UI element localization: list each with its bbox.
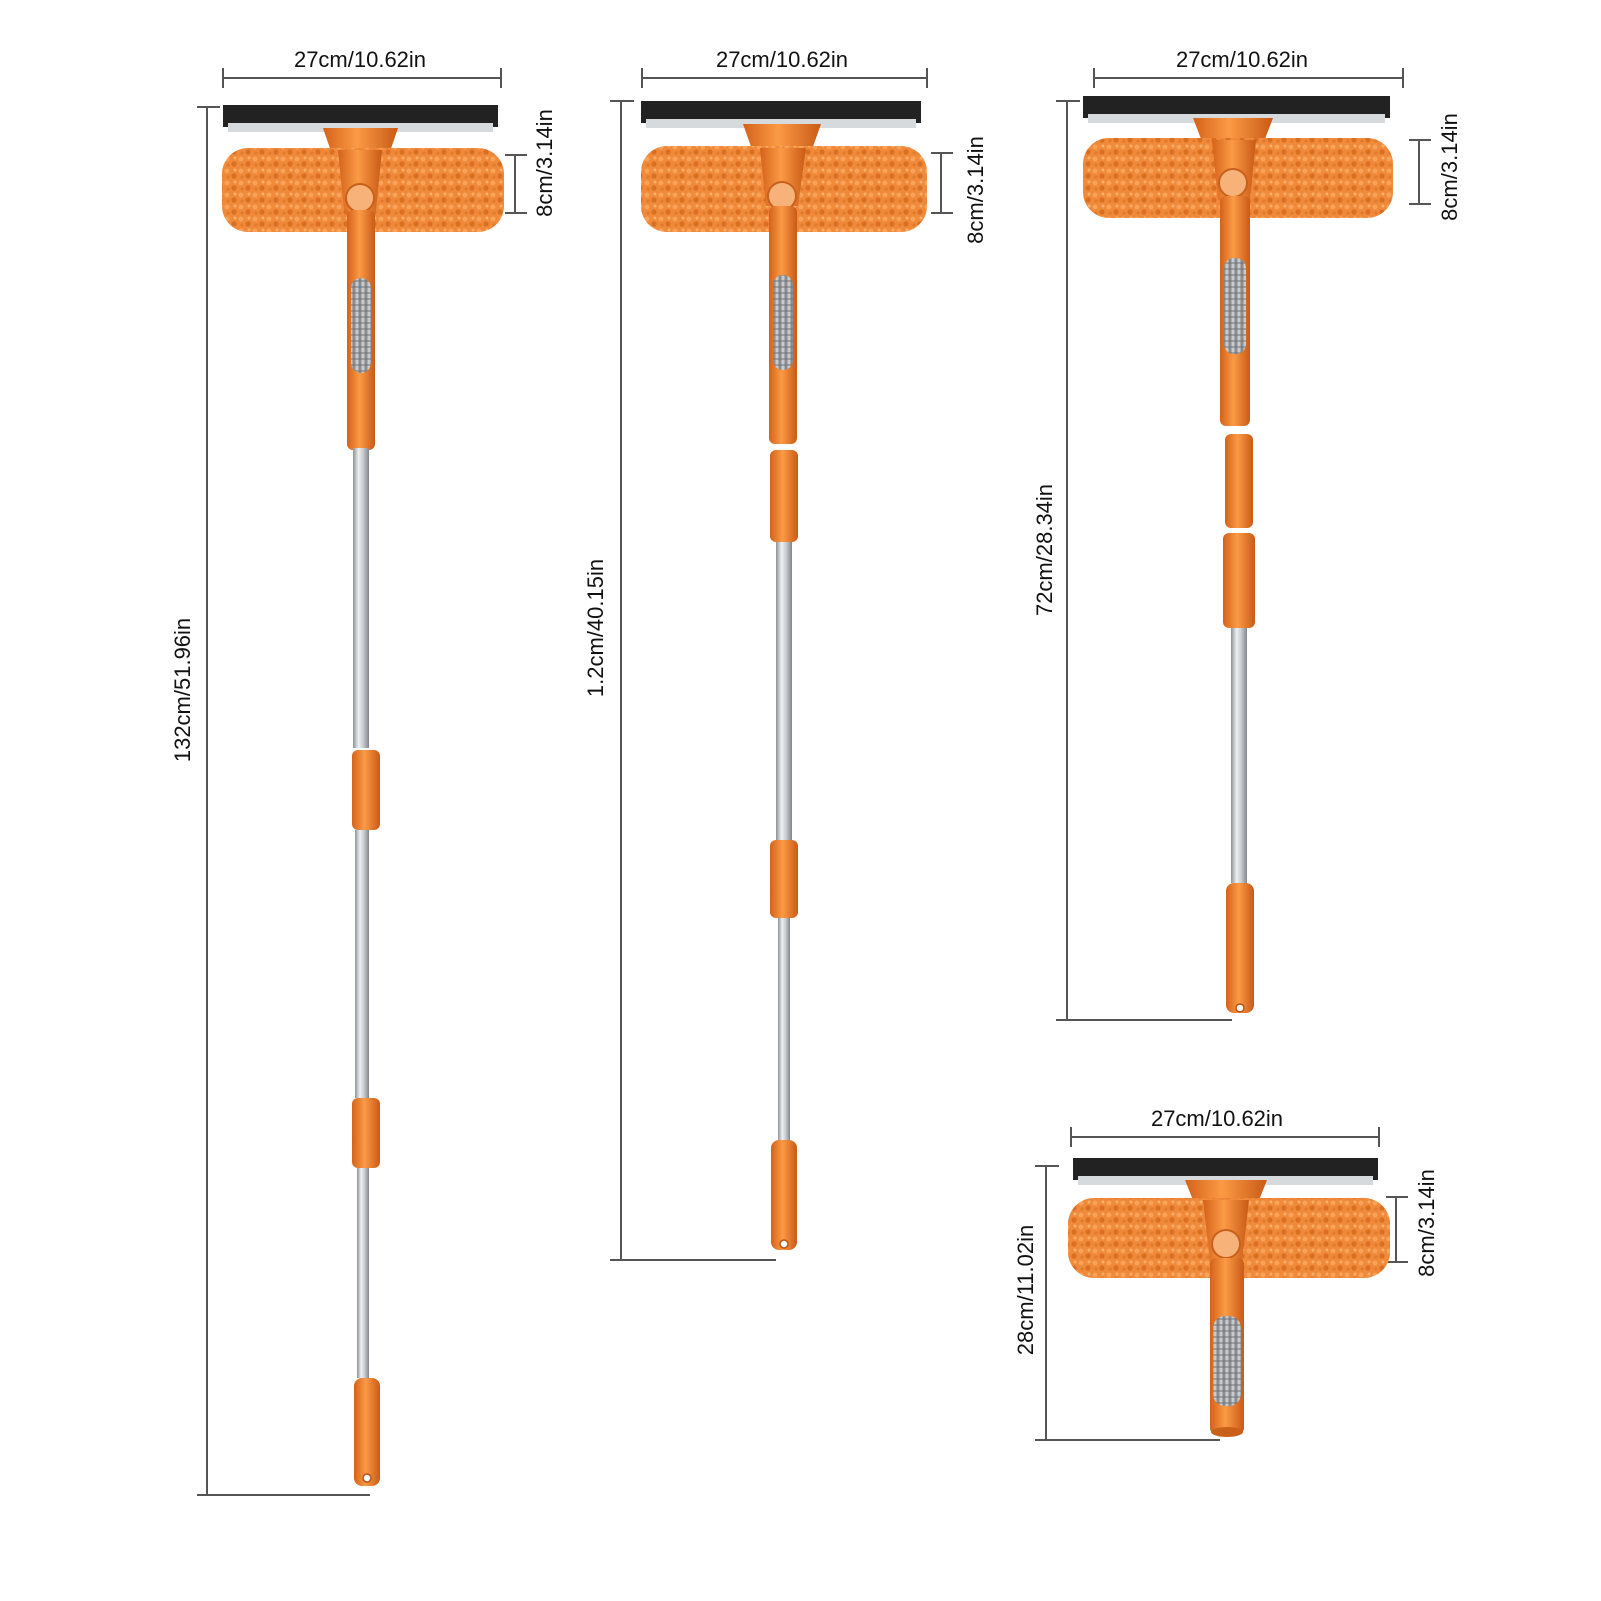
pad-dimension: 8cm/3.14in [505, 109, 557, 217]
width-label: 27cm/10.62in [1176, 47, 1308, 72]
length-dimension: 132cm/51.96in [170, 106, 370, 1496]
width-dimension: 27cm/10.62in [1093, 47, 1404, 88]
product-4-squeegee: 27cm/10.62in 28cm/11.02in 8cm/3.14in [1013, 1106, 1439, 1441]
squeegee-head [222, 105, 504, 232]
pole-section [1231, 628, 1247, 883]
hanging-hole-icon [362, 1473, 372, 1483]
pole-joint [1225, 434, 1253, 528]
pole-joint [770, 450, 798, 542]
end-grip [354, 1378, 380, 1486]
pad-dimension: 8cm/3.14in [931, 136, 988, 244]
length-label: 132cm/51.96in [170, 618, 195, 762]
pad-label: 8cm/3.14in [532, 109, 557, 217]
handle [1210, 1258, 1244, 1437]
rubber-blade [641, 101, 921, 123]
handle [1220, 196, 1255, 1013]
width-label: 27cm/10.62in [1151, 1106, 1283, 1131]
squeegee-head [641, 101, 927, 232]
pivot-knob [1211, 1229, 1241, 1259]
length-label: 72cm/28.34in [1032, 484, 1057, 616]
grip [351, 278, 371, 373]
hanging-hole-icon [1235, 1003, 1245, 1013]
width-label: 27cm/10.62in [294, 47, 426, 72]
width-label: 27cm/10.62in [716, 47, 848, 72]
pad-label: 8cm/3.14in [1414, 1169, 1439, 1277]
hanging-hole-icon [779, 1239, 789, 1249]
pad-dimension: 8cm/3.14in [1409, 113, 1462, 221]
pivot-knob [767, 181, 797, 211]
rubber-blade [1073, 1158, 1378, 1180]
end-grip [771, 1140, 797, 1250]
pole-section [776, 542, 792, 840]
pole-section [355, 830, 369, 1098]
length-dimension: 1.2cm/40.15in [583, 100, 776, 1261]
rubber-blade [1083, 96, 1390, 118]
end-grip [1226, 883, 1254, 1013]
grip [1213, 1316, 1241, 1406]
handle [347, 210, 380, 1486]
pole-joint [1223, 533, 1255, 628]
rubber-blade [223, 105, 498, 127]
width-dimension: 27cm/10.62in [1070, 1106, 1380, 1147]
pole-joint [352, 750, 380, 830]
pole-section [353, 448, 369, 748]
handle [769, 206, 798, 1250]
pad-label: 8cm/3.14in [963, 136, 988, 244]
pivot-knob [1218, 168, 1248, 198]
blade-holder [646, 119, 916, 128]
pole-section [778, 918, 790, 1140]
pole-joint [770, 840, 798, 918]
length-dimension: 28cm/11.02in [1013, 1165, 1220, 1441]
blade-holder [228, 123, 493, 132]
pad-dimension: 8cm/3.14in [1386, 1169, 1439, 1277]
length-dimension: 72cm/28.34in [1032, 100, 1232, 1021]
pole-section [357, 1168, 369, 1378]
product-2-squeegee: 27cm/10.62in 1.2cm/40.15in 8cm/3.14in [583, 47, 988, 1261]
length-label: 1.2cm/40.15in [583, 559, 608, 697]
width-dimension: 27cm/10.62in [222, 47, 502, 88]
grip [773, 275, 793, 370]
length-label: 28cm/11.02in [1013, 1225, 1038, 1355]
pivot-knob [345, 183, 375, 213]
grip [1224, 258, 1246, 354]
product-1-squeegee: 27cm/10.62in 132cm/51.96in 8cm/3.14in [170, 47, 557, 1496]
width-dimension: 27cm/10.62in [641, 47, 928, 88]
product-3-squeegee: 27cm/10.62in 72cm/28.34in 8cm/3.14in [1032, 47, 1462, 1021]
handle-end [1211, 1427, 1243, 1437]
squeegee-head [1068, 1158, 1390, 1278]
pole-joint [352, 1098, 380, 1168]
pad-label: 8cm/3.14in [1437, 113, 1462, 221]
